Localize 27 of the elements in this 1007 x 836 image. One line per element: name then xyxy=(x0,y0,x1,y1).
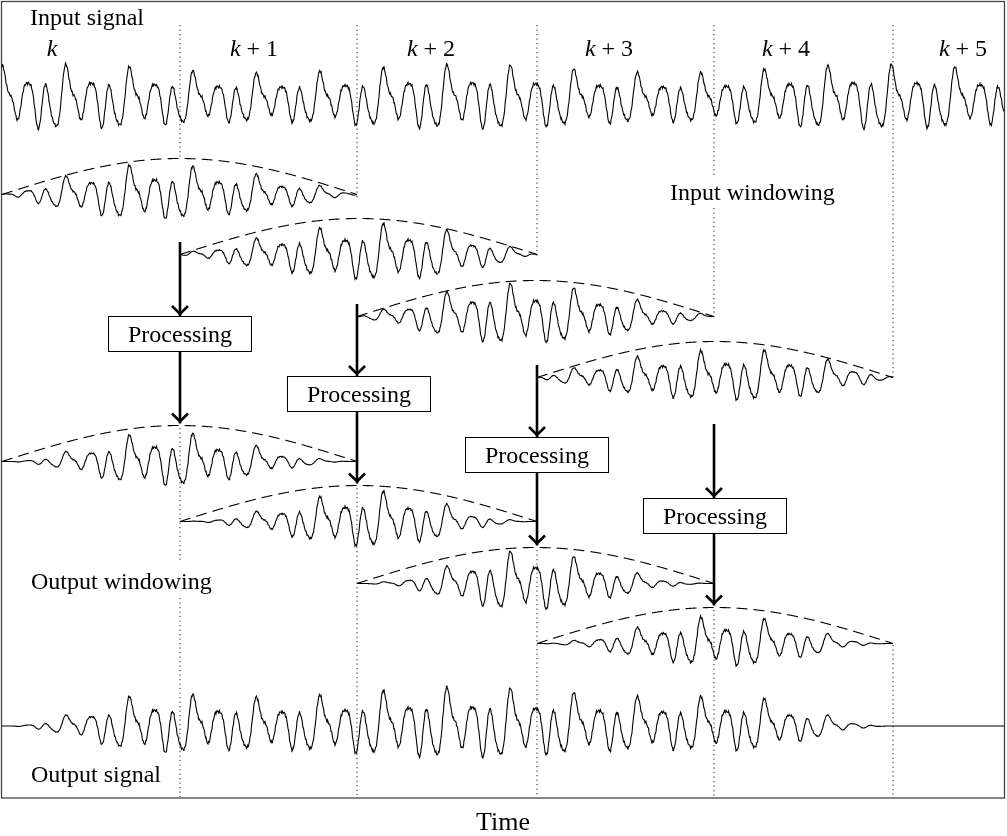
frame-index: k + 3 xyxy=(584,35,634,62)
frame-index: k xyxy=(46,35,58,62)
process-label: Processing xyxy=(663,502,767,530)
axis-label: Time xyxy=(476,809,530,835)
arrow xyxy=(170,352,190,424)
arrow xyxy=(347,304,367,376)
signal-label: Input signal xyxy=(30,4,144,31)
process-label: Processing xyxy=(128,320,232,348)
arrow xyxy=(170,242,190,316)
arrow xyxy=(704,424,724,498)
stage-label: Output windowing xyxy=(31,568,212,595)
frame-index: k + 1 xyxy=(229,35,279,62)
process-label: Processing xyxy=(485,441,589,469)
stage-label: Input windowing xyxy=(670,179,835,206)
frame-index: k + 5 xyxy=(938,35,988,62)
arrow xyxy=(527,365,547,437)
frame-index: k + 4 xyxy=(761,35,811,62)
process-box xyxy=(643,498,787,534)
process-box xyxy=(287,376,431,412)
arrow xyxy=(347,412,367,484)
arrow xyxy=(527,473,547,546)
process-label: Processing xyxy=(307,380,411,408)
process-box xyxy=(108,316,252,352)
signal-label: Output signal xyxy=(31,761,161,788)
process-box xyxy=(465,437,609,473)
frame-index: k + 2 xyxy=(406,35,456,62)
arrow xyxy=(704,534,724,606)
